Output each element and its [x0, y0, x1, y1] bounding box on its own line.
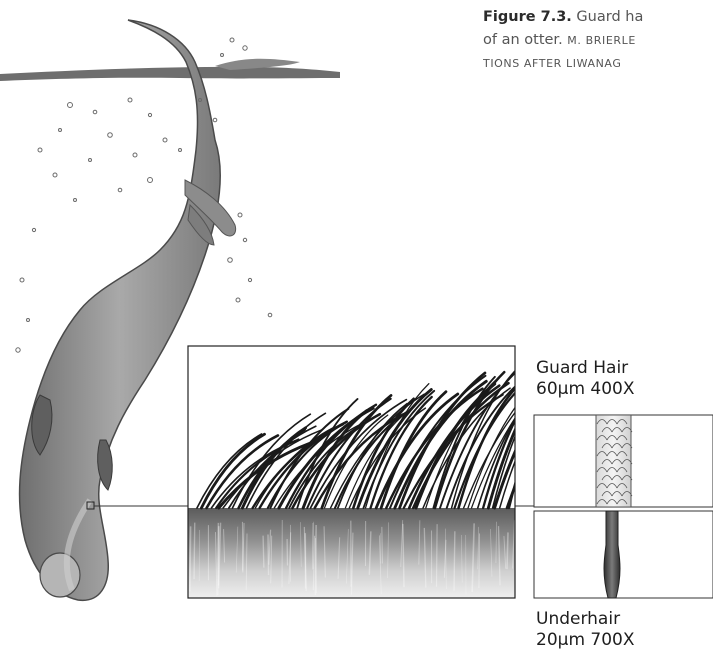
underfur-strand: [436, 524, 437, 587]
underfur-strand: [507, 532, 508, 569]
water-surface: [0, 59, 340, 81]
caption-credit: M. BRIERLE: [567, 34, 636, 47]
underhair-spec: 20µm 700X: [536, 630, 635, 651]
caption-text: Guard ha: [576, 9, 643, 25]
underfur-strand: [194, 523, 195, 580]
caption-line-3: TIONS AFTER LIWANAG: [483, 52, 713, 75]
figure-label: Figure 7.3.: [483, 9, 572, 25]
underfur-strand: [312, 523, 313, 570]
guard-hair-label: Guard Hair 60µm 400X: [536, 358, 635, 400]
guard-hair-title: Guard Hair: [536, 358, 635, 379]
caption-line-2: of an otter. M. BRIERLE: [483, 29, 713, 52]
guard-hair-spec: 60µm 400X: [536, 379, 635, 400]
underfur-strand: [479, 533, 480, 588]
underfur-strand: [315, 525, 316, 595]
caption-line-1: Figure 7.3. Guard ha: [483, 6, 713, 29]
underhair-panel: [534, 511, 713, 598]
underfur-strand: [454, 531, 455, 591]
underfur-strand: [190, 526, 191, 591]
caption-credit-2: TIONS AFTER LIWANAG: [483, 57, 621, 70]
underfur-strand: [382, 527, 383, 564]
underfur-strand: [263, 536, 264, 568]
underhair-label: Underhair 20µm 700X: [536, 609, 635, 651]
underhair-title: Underhair: [536, 609, 635, 630]
caption-text-2: of an otter.: [483, 32, 563, 48]
guard-hair-panel: [534, 415, 713, 512]
figure-caption: Figure 7.3. Guard ha of an otter. M. BRI…: [483, 6, 713, 75]
underfur-strand: [268, 534, 269, 575]
